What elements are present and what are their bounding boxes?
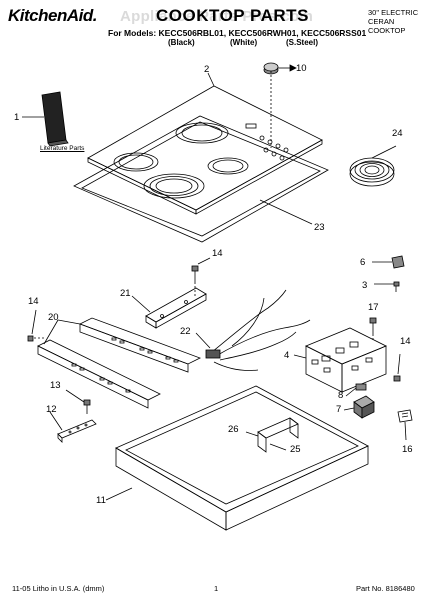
- page-title: COOKTOP PARTS: [156, 6, 309, 25]
- screw-13: [65, 389, 91, 414]
- screw-left: [27, 309, 46, 342]
- callout-3: 3: [362, 280, 368, 291]
- screw-3: [374, 281, 400, 292]
- callout-7: 7: [336, 404, 342, 415]
- callout-20: 20: [48, 312, 59, 323]
- brand-logo: KitchenAid.: [8, 6, 97, 25]
- product-type-line: COOKTOP: [368, 26, 406, 35]
- callout-1: 1: [14, 112, 20, 123]
- callout-17: 17: [368, 302, 379, 313]
- rail-upper: [78, 317, 202, 373]
- callout-12: 12: [46, 404, 57, 415]
- color-black: (Black): [168, 38, 195, 47]
- rail-lower: [37, 339, 161, 409]
- watermark: Appliance Parts Pros.com: [120, 8, 314, 25]
- terminal-block: [343, 395, 375, 419]
- mounting-box: [293, 327, 387, 393]
- callout-13: 13: [50, 380, 61, 391]
- literature-parts-label: Literature Parts: [40, 145, 85, 152]
- product-type: 30" ELECTRIC CERAN COOKTOP: [368, 8, 430, 35]
- callout-8: 8: [338, 390, 344, 401]
- callout-14-right: 14: [400, 336, 411, 347]
- heating-element: [349, 145, 397, 187]
- callout-14-top: 14: [212, 248, 223, 259]
- product-type-line: 30" ELECTRIC: [368, 8, 419, 17]
- callout-16: 16: [402, 444, 413, 455]
- callout-14-left: 14: [28, 296, 39, 307]
- bracket-12: [49, 411, 97, 443]
- footer-part-number: Part No. 8186480: [356, 584, 415, 593]
- callout-25: 25: [290, 444, 301, 455]
- callout-26: 26: [228, 424, 239, 435]
- base-pan: [105, 385, 369, 531]
- cooktop-glass: [87, 72, 323, 215]
- bracket: [131, 287, 207, 329]
- literature-booklet: [22, 91, 69, 147]
- callout-21: 21: [120, 288, 131, 299]
- model-list: For Models: KECC506RBL01, KECC506RWH01, …: [108, 28, 367, 38]
- callout-6: 6: [360, 257, 366, 268]
- clip-8: [345, 383, 367, 397]
- label-16: [397, 409, 413, 441]
- color-steel: (S.Steel): [286, 38, 319, 47]
- callout-4: 4: [284, 350, 290, 361]
- footer-page: 1: [214, 584, 219, 593]
- screw-right: [393, 353, 401, 382]
- color-white: (White): [230, 38, 258, 47]
- control-knob: [263, 62, 297, 148]
- product-type-line: CERAN: [368, 17, 395, 26]
- footer-litho: 11-05 Litho in U.S.A. (dmm): [12, 584, 105, 593]
- callout-24: 24: [392, 128, 403, 139]
- callout-23: 23: [314, 222, 325, 233]
- callout-2: 2: [204, 64, 210, 75]
- callout-11: 11: [96, 495, 106, 506]
- wire-harness: [195, 289, 311, 371]
- screw-17: [369, 317, 377, 340]
- callout-10: 10: [296, 63, 307, 74]
- gasket: [73, 115, 329, 243]
- screw-top: [191, 257, 211, 296]
- terminal-clip: [372, 255, 405, 269]
- callout-22: 22: [180, 326, 191, 337]
